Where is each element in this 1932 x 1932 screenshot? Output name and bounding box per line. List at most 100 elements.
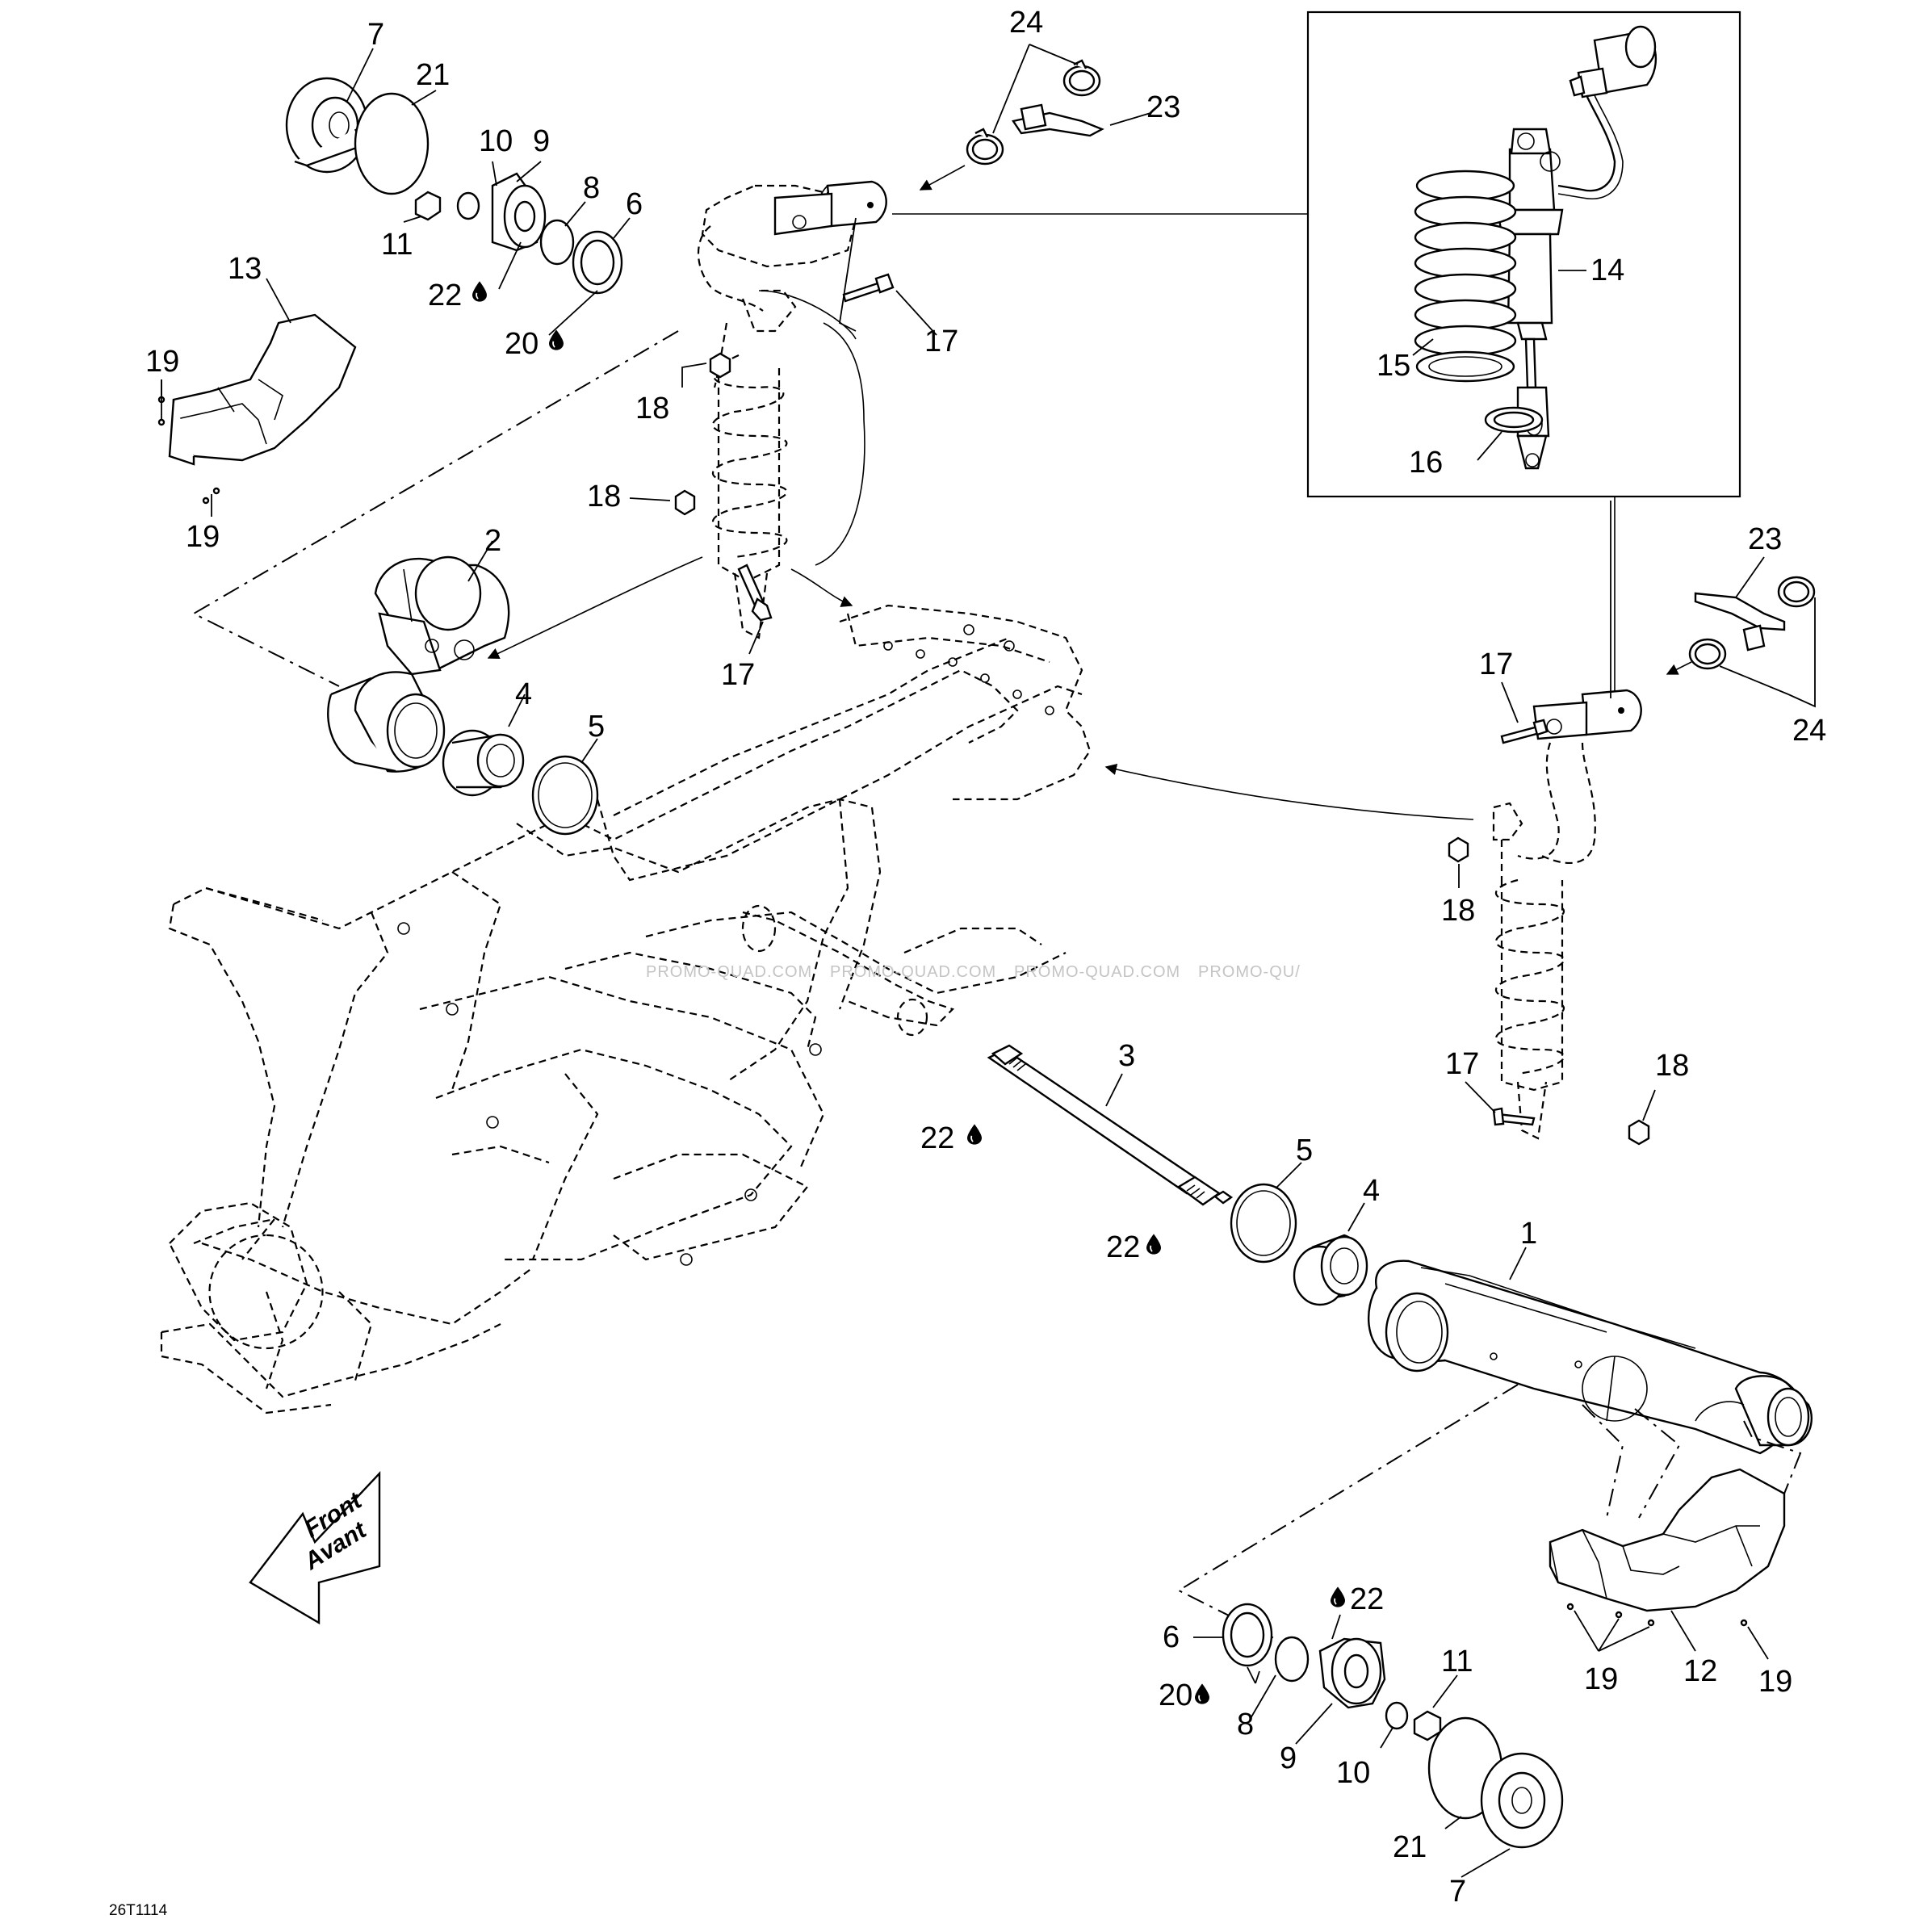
callout-18: 18 xyxy=(635,392,669,425)
oil-drop-icon xyxy=(1146,1234,1161,1255)
part-5-circlip-right xyxy=(1230,1162,1302,1264)
part-11-nut-bottom xyxy=(1413,1710,1442,1741)
frame xyxy=(160,604,1092,1414)
nut-18-mid xyxy=(629,489,696,516)
callout-1: 1 xyxy=(1520,1217,1537,1251)
callout-4: 4 xyxy=(1363,1174,1380,1208)
callout-11: 11 xyxy=(1441,1645,1473,1678)
part-13-skid-plate xyxy=(157,278,357,517)
callout-5: 5 xyxy=(1296,1134,1313,1167)
callout-22: 22 xyxy=(1106,1230,1140,1264)
callout-7: 7 xyxy=(1449,1875,1466,1909)
callout-9: 9 xyxy=(1280,1741,1297,1775)
part-3-shaft xyxy=(987,1044,1234,1206)
part-4-bearing-right xyxy=(1293,1202,1368,1306)
watermark-text-1: PROMO-QUAD.COM xyxy=(646,963,812,981)
part-15-spring xyxy=(1414,170,1517,383)
callout-5: 5 xyxy=(588,710,605,744)
callout-18: 18 xyxy=(1655,1049,1689,1083)
bolt-17-mid xyxy=(737,564,773,655)
callout-17: 17 xyxy=(924,325,958,358)
nut-18-top xyxy=(681,352,731,388)
watermark-text-4: PROMO-QU/ xyxy=(1198,963,1301,981)
part-8-ring-top xyxy=(539,219,575,266)
callout-24: 24 xyxy=(1792,714,1826,748)
part-12-skid-plate xyxy=(1549,1468,1786,1660)
part-23-bracket-right xyxy=(1694,556,1786,652)
callout-19: 19 xyxy=(1758,1665,1792,1699)
part-8-ring-bottom xyxy=(1274,1636,1310,1683)
oil-drop-icon xyxy=(472,281,487,302)
part-1-swingarm xyxy=(1368,1247,1813,1455)
callout-7: 7 xyxy=(367,18,384,52)
callout-19: 19 xyxy=(186,520,220,554)
part-24-clamps-top xyxy=(966,44,1101,166)
shock-absorber-right xyxy=(1492,501,1642,1140)
callout-17: 17 xyxy=(721,658,755,692)
part-10-washer-top xyxy=(456,191,480,220)
part-4-bearing-left xyxy=(442,694,526,797)
callout-20: 20 xyxy=(505,327,539,361)
callout-8: 8 xyxy=(1237,1708,1254,1741)
part-11-nut-top xyxy=(414,191,442,221)
front-arrow-icon: Front Avant xyxy=(249,1470,381,1625)
callout-10: 10 xyxy=(1336,1756,1370,1790)
callout-20: 20 xyxy=(1159,1678,1192,1712)
part-9-hub-top xyxy=(491,172,547,252)
callout-4: 4 xyxy=(515,677,532,711)
callout-17: 17 xyxy=(1445,1047,1479,1081)
bolt-17-top xyxy=(842,273,937,336)
top-left-hub-parts xyxy=(191,48,679,687)
callout-14: 14 xyxy=(1590,254,1624,287)
callout-8: 8 xyxy=(583,171,600,205)
callout-22: 22 xyxy=(920,1121,954,1155)
callout-11: 11 xyxy=(381,228,413,262)
callout-22: 22 xyxy=(428,279,462,312)
callout-9: 9 xyxy=(533,124,550,158)
part-6-seal-top xyxy=(572,230,623,295)
callout-23: 23 xyxy=(1748,522,1782,556)
watermark-text-2: PROMO-QUAD.COM xyxy=(830,963,996,981)
part-2-tube xyxy=(327,671,446,773)
part-10-washer-bottom xyxy=(1385,1701,1409,1730)
part-7-cap-bottom xyxy=(1480,1752,1564,1849)
part-2-bracket xyxy=(374,555,510,676)
part-7-cap-top xyxy=(285,77,369,174)
part-23-bracket-top xyxy=(1012,103,1151,137)
bolt-17-right-low xyxy=(1465,1081,1536,1126)
oil-drop-icon xyxy=(1195,1683,1209,1704)
callout-15: 15 xyxy=(1377,349,1410,383)
callout-6: 6 xyxy=(1163,1620,1180,1654)
callout-2: 2 xyxy=(484,524,501,558)
callout-13: 13 xyxy=(228,252,262,286)
oil-drop-icon xyxy=(1331,1586,1345,1607)
callout-22: 22 xyxy=(1350,1582,1384,1616)
callout-19: 19 xyxy=(145,345,179,379)
callout-17: 17 xyxy=(1479,647,1513,681)
callout-21: 21 xyxy=(1393,1830,1427,1864)
callout-12: 12 xyxy=(1683,1654,1717,1688)
callout-16: 16 xyxy=(1409,446,1443,480)
part-24-clamps-right xyxy=(1688,576,1816,708)
callout-10: 10 xyxy=(479,124,513,158)
part-9-hub-bottom xyxy=(1318,1637,1386,1709)
shock-detail-inset xyxy=(892,10,1741,698)
callout-18: 18 xyxy=(1441,894,1475,928)
watermark-text-3: PROMO-QUAD.COM xyxy=(1014,963,1180,981)
part-14-shock-absorber xyxy=(1496,25,1657,470)
bolt-17-right-top xyxy=(1500,681,1549,744)
callout-21: 21 xyxy=(416,58,450,92)
part-16-spring-seat xyxy=(1484,406,1544,434)
watermark: PROMO-QUAD.COM PROMO-QUAD.COM PROMO-QUAD… xyxy=(646,963,1301,981)
callout-18: 18 xyxy=(587,480,621,513)
callout-6: 6 xyxy=(626,187,643,221)
part-5-circlip-left xyxy=(531,738,599,836)
callout-labels: 7 21 10 9 11 8 6 22 20 13 19 19 24 23 17… xyxy=(145,6,1826,1909)
callout-19: 19 xyxy=(1584,1662,1618,1696)
nut-18-right-low xyxy=(1628,1089,1656,1146)
callout-23: 23 xyxy=(1146,90,1180,124)
part-6-seal-bottom xyxy=(1222,1603,1273,1667)
bottom-hub-parts xyxy=(1193,1603,1564,1878)
callout-3: 3 xyxy=(1118,1039,1135,1073)
